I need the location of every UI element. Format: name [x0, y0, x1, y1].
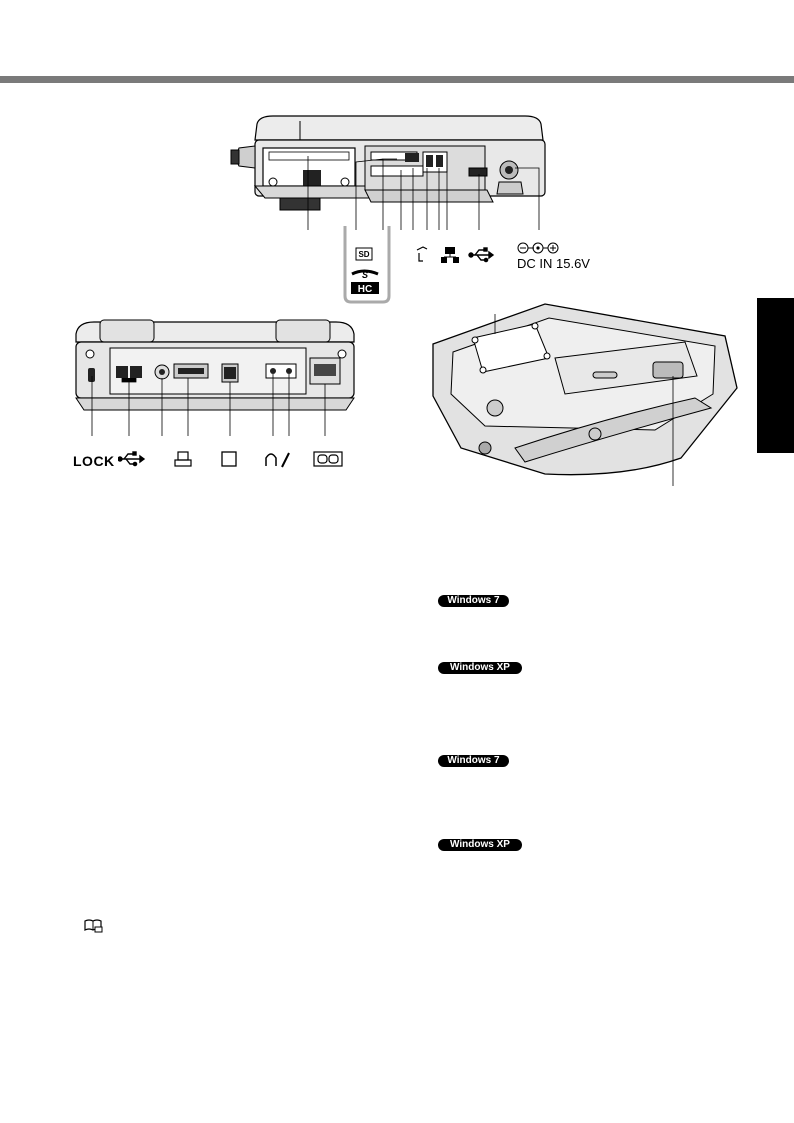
lan-icon — [441, 247, 459, 263]
sdhc-logo-icon: S HC — [351, 269, 379, 295]
windowsxp-badge: Windows XP — [438, 662, 522, 674]
usb-icon — [118, 451, 146, 467]
windowsxp-badge: Windows XP — [438, 839, 522, 851]
laptop-right-side-figure — [230, 115, 546, 230]
serial-port-icon — [313, 451, 343, 467]
sd-icon: SD — [355, 247, 373, 261]
reference-manual-icon — [84, 919, 103, 933]
modem-icon — [416, 246, 428, 262]
svg-text:HC: HC — [358, 284, 372, 295]
external-display-icon — [221, 451, 237, 467]
right-side-port-icons — [416, 246, 495, 263]
sd-slot-icons-group: SD S HC — [343, 226, 391, 304]
microphone-icon — [281, 452, 290, 468]
rear-port-icons — [118, 451, 343, 468]
lock-label: LOCK — [73, 453, 115, 469]
dc-in-label: DC IN 15.6V — [517, 256, 590, 271]
svg-text:S: S — [362, 270, 368, 280]
header-bar — [0, 76, 794, 83]
printer-icon — [174, 451, 192, 467]
dc-polarity-icon — [517, 242, 559, 254]
windows7-badge: Windows 7 — [438, 755, 509, 767]
windows7-badge: Windows 7 — [438, 595, 509, 607]
section-tab — [757, 298, 794, 453]
usb-icon — [468, 247, 495, 263]
svg-text:SD: SD — [358, 250, 369, 259]
headphone-icon — [265, 453, 277, 466]
laptop-rear-figure — [75, 319, 355, 436]
laptop-bottom-figure — [432, 303, 738, 486]
